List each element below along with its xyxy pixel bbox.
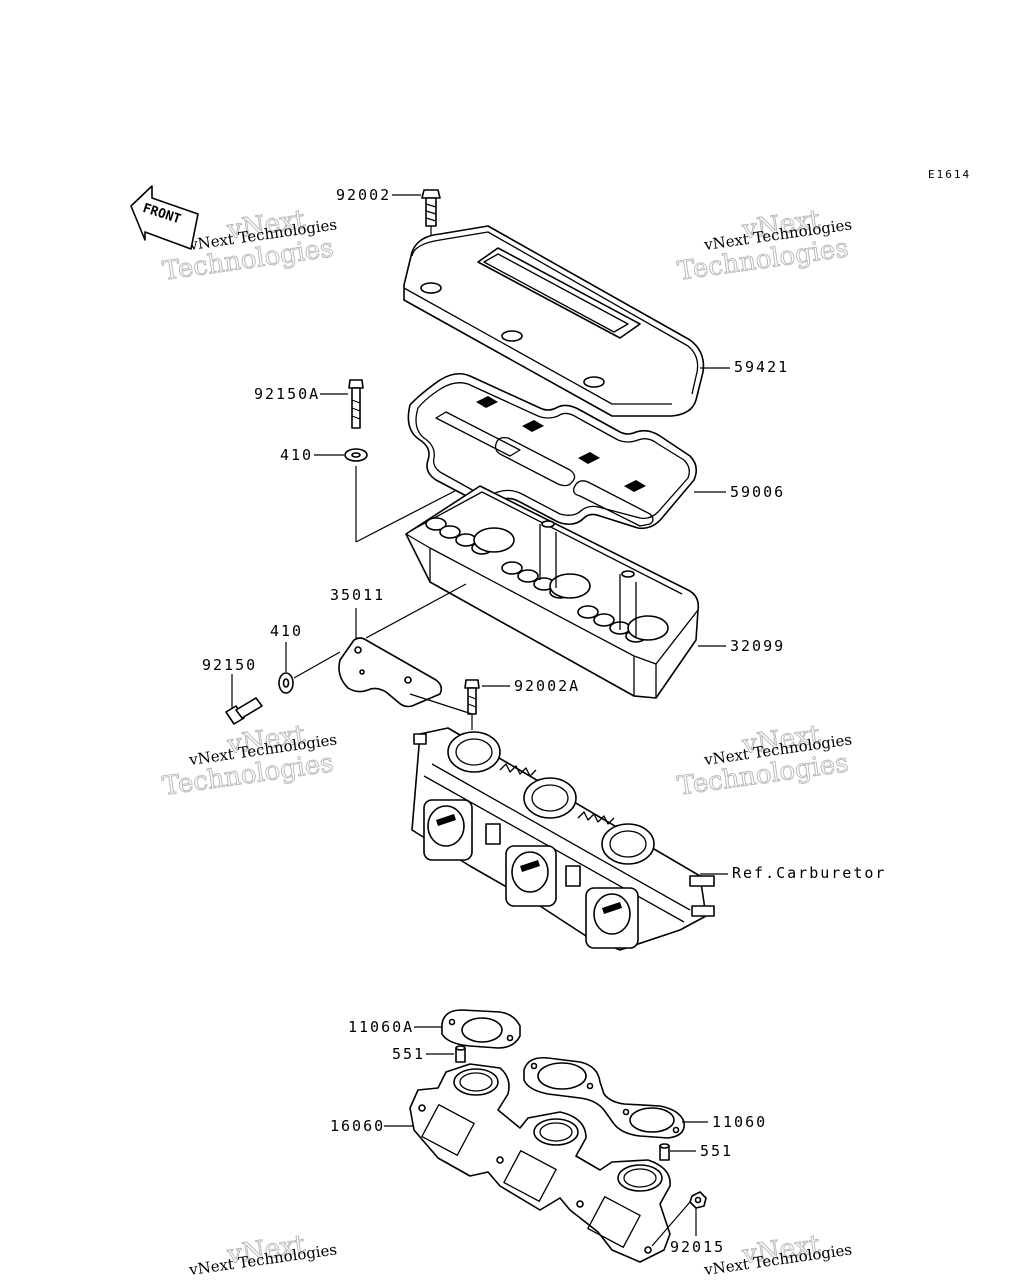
callout-ref-carburetor: Ref.Carburetor <box>732 864 886 882</box>
callout-11060: 11060 <box>712 1113 767 1131</box>
callout-59421: 59421 <box>734 358 789 376</box>
bracket-35011 <box>338 637 443 708</box>
callout-16060: 16060 <box>330 1117 385 1135</box>
callout-35011: 35011 <box>330 586 385 604</box>
callout-551-upper: 551 <box>392 1045 425 1063</box>
callout-11060A: 11060A <box>348 1018 414 1036</box>
watermark-group: vNext vNext Technologies Technologies vN… <box>160 204 853 1279</box>
callout-92002A: 92002A <box>514 677 580 695</box>
diagram-code: E1614 <box>928 168 971 181</box>
bolt-92150 <box>225 697 263 725</box>
washer-410-lower <box>278 672 294 694</box>
dowel-pin-551-lower <box>659 1143 670 1161</box>
gasket-11060 <box>523 1056 685 1139</box>
callout-92002: 92002 <box>336 186 391 204</box>
callout-92150A: 92150A <box>254 385 320 403</box>
carburetor-assembly <box>411 727 715 951</box>
air-cleaner-housing-32099 <box>405 485 700 699</box>
callout-32099: 32099 <box>730 637 785 655</box>
air-cleaner-cover-59421 <box>403 225 705 417</box>
callout-551-lower: 551 <box>700 1142 733 1160</box>
intake-manifold-16060 <box>409 1063 671 1263</box>
callout-92150: 92150 <box>202 656 257 674</box>
callout-92015: 92015 <box>670 1238 725 1256</box>
callout-410-upper: 410 <box>280 446 313 464</box>
washer-410-upper <box>344 448 368 462</box>
bolt-92150A <box>348 379 364 429</box>
callout-410-lower: 410 <box>270 622 303 640</box>
bolt-92002A <box>464 679 480 715</box>
gasket-11060A <box>441 1009 521 1049</box>
dowel-pin-551-upper <box>455 1045 466 1063</box>
callout-59006: 59006 <box>730 483 785 501</box>
front-arrow-icon: FRONT <box>130 185 199 250</box>
nut-92015 <box>689 1191 707 1209</box>
